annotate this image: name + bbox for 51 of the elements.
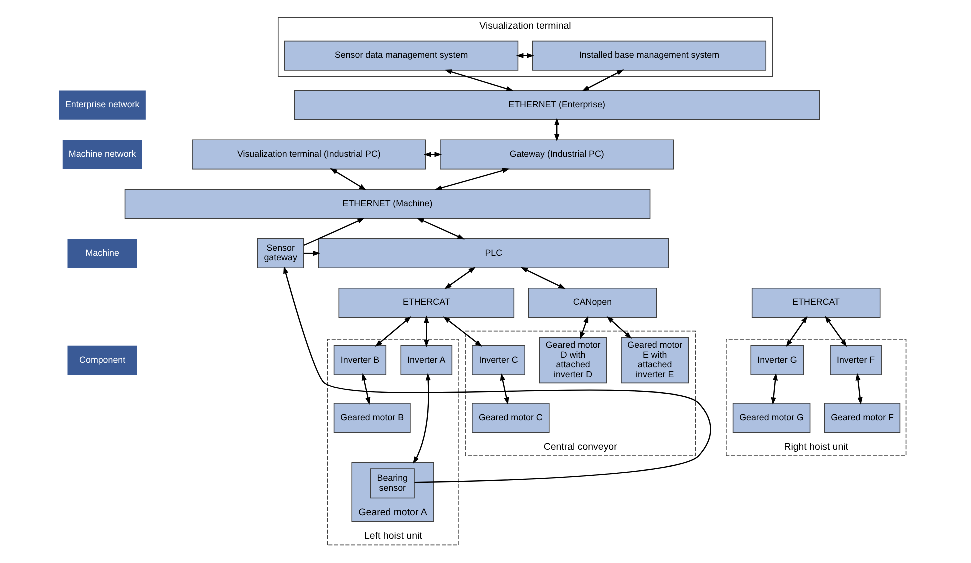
arrow <box>770 373 778 405</box>
arrow <box>330 168 366 190</box>
node-box: Bearing sensor <box>370 468 414 499</box>
label: Enterprise network <box>64 100 140 110</box>
arrow <box>554 118 560 142</box>
node-box: Inverter F <box>830 346 882 376</box>
node-box: ETHERNET (Machine) <box>124 189 650 220</box>
arrow <box>416 218 464 240</box>
node-box: Gateway (Industrial PC) <box>440 140 674 170</box>
node-box: Inverter B <box>333 346 386 376</box>
node-box: ETHERCAT <box>338 288 514 318</box>
arrow <box>303 251 320 256</box>
arrow <box>361 373 370 405</box>
node-box: Geared motor E with attached inverter E <box>620 337 689 384</box>
node-box: Inverter C <box>472 346 525 376</box>
arrow <box>580 316 588 340</box>
node-box: Geared motor F <box>824 403 900 433</box>
node-box: Installed base management system <box>532 40 766 71</box>
arrow <box>283 266 711 484</box>
node-box: ETHERCAT <box>751 288 880 318</box>
label: Machine network <box>68 148 136 159</box>
arrow <box>606 316 632 339</box>
arrow <box>582 70 624 92</box>
arrow <box>786 316 808 348</box>
node-box: Geared motor C <box>472 403 550 433</box>
arrow <box>824 316 847 348</box>
arrow <box>303 218 364 246</box>
arrow <box>444 70 514 92</box>
node-box: Geared motor G <box>732 403 810 433</box>
arrow <box>434 168 510 190</box>
node-box: CANopen <box>528 288 657 318</box>
node-box: PLC <box>318 238 669 269</box>
node-box: Visualization terminal (Industrial PC) <box>192 140 426 170</box>
arrow <box>412 373 430 464</box>
node-box: Sensor gateway <box>256 238 304 269</box>
node-box: Inverter G <box>750 346 804 376</box>
node-box: Geared motor D with attached inverter D <box>538 337 607 384</box>
arrow <box>444 267 476 290</box>
node-box: Sensor data management system <box>284 40 518 71</box>
arrow <box>855 373 862 405</box>
node-box: Inverter A <box>400 346 452 376</box>
label: Machine <box>85 248 119 258</box>
arrow <box>424 152 442 158</box>
node-box: Geared motor B <box>333 403 410 433</box>
arrow <box>520 267 566 290</box>
arrow <box>424 316 429 348</box>
arrow <box>500 373 509 405</box>
arrow <box>442 316 482 347</box>
arrow <box>374 316 412 348</box>
node-box: ETHERNET (Enterprise) <box>294 90 820 120</box>
label: Component <box>79 354 126 365</box>
